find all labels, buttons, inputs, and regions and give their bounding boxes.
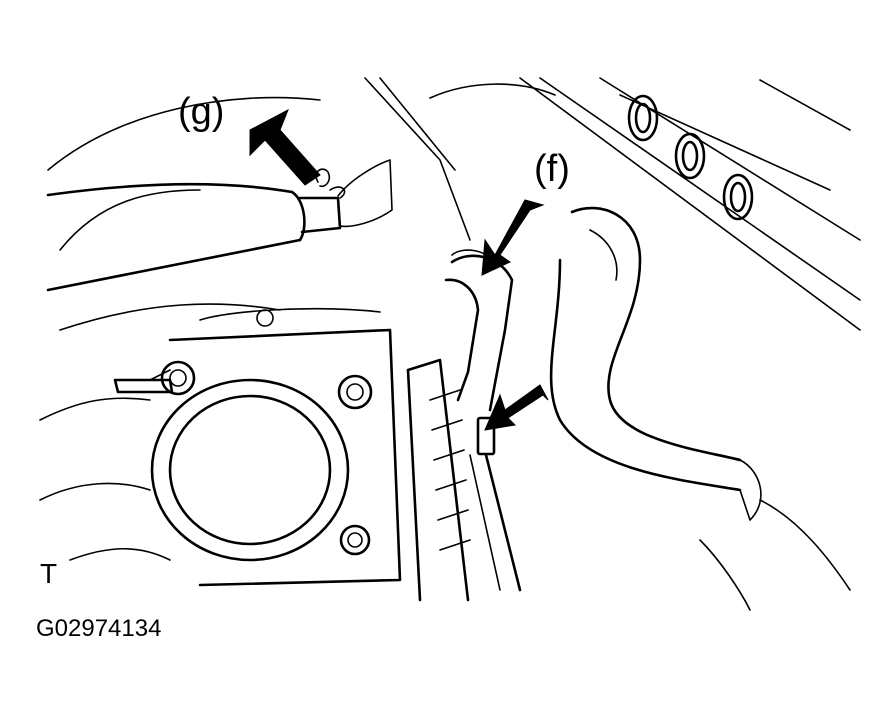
arrow-g <box>249 108 321 186</box>
exhaust-ports <box>627 94 754 221</box>
callout-label-f: (f) <box>534 148 570 190</box>
arrow-f <box>481 199 545 276</box>
callout-label-g: (g) <box>178 91 225 133</box>
background-linework <box>39 77 861 611</box>
manifold-rib <box>406 358 471 602</box>
orientation-marker: T <box>40 558 58 589</box>
hose-g <box>46 159 393 292</box>
arrow-clip <box>484 384 549 431</box>
figure-code: G02974134 <box>36 615 162 642</box>
throttle-body <box>113 307 402 587</box>
coolant-hose <box>549 206 762 521</box>
